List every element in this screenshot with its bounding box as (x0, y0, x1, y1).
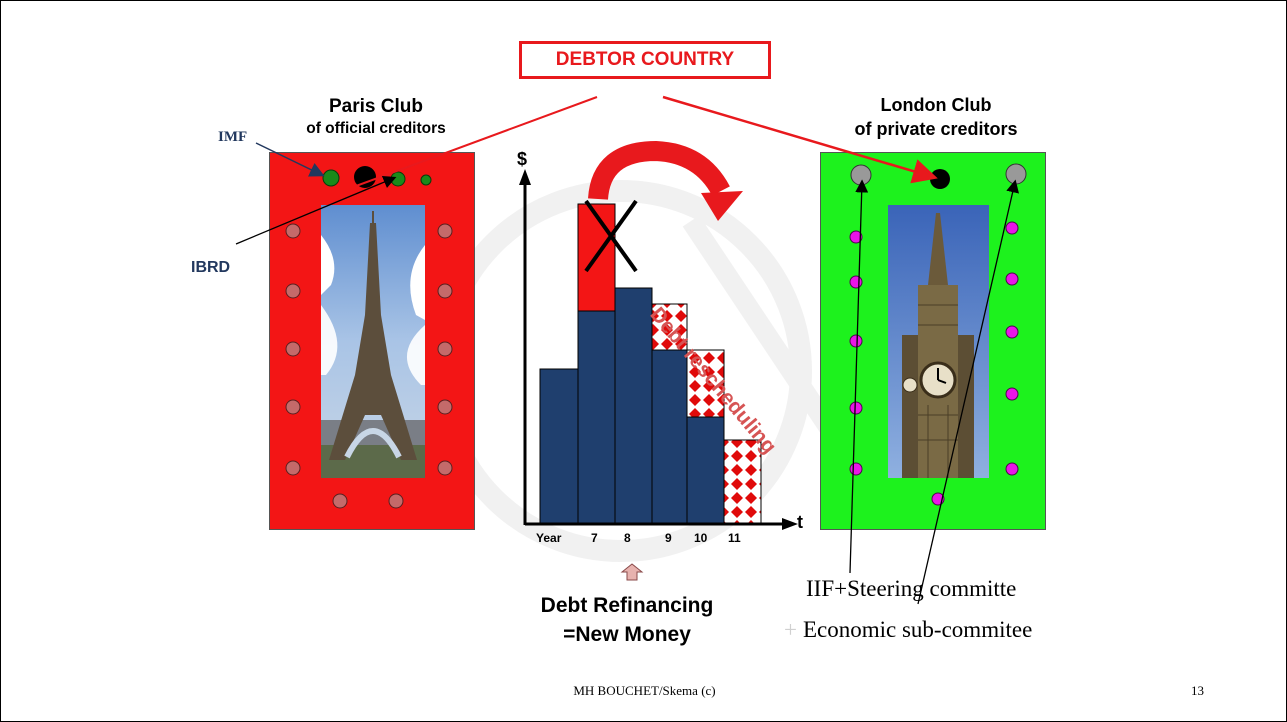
paris-club-subtitle: of official creditors (306, 120, 446, 137)
bar-8 (614, 287, 653, 524)
economic-subcommittee-text: Economic sub-commitee (802, 617, 1033, 642)
bar-9-refinanced (651, 303, 688, 351)
steering-committee-label: IIF+Steering committe (806, 576, 1017, 601)
debt-refinancing-label: Debt Refinancing =New Money (506, 591, 748, 649)
x-tick-year: Year (536, 531, 562, 545)
paris-club-heading: Paris Club of official creditors (271, 95, 481, 139)
refinancing-line1: Debt Refinancing (540, 594, 714, 617)
eiffel-tower-image (321, 205, 425, 478)
x-tick-11: 11 (728, 531, 741, 545)
x-axis-label: t (797, 512, 803, 532)
footer-text: MH BOUCHET/Skema (c) (573, 683, 716, 698)
paris-club-creditors (285, 166, 453, 509)
ibrd-label: IBRD (191, 259, 231, 276)
x-tick-7: 7 (591, 531, 598, 545)
plus-sign: + (784, 617, 797, 642)
big-ben-image (888, 205, 989, 478)
debtor-country-title: DEBTOR COUNTRY (519, 41, 771, 79)
debt-chart (519, 141, 798, 530)
economic-subcommittee-label: +Economic sub-commitee (784, 617, 1032, 643)
x-tick-8: 8 (624, 531, 631, 545)
bar-10-refinanced (686, 349, 725, 418)
up-arrow-icon (620, 563, 644, 581)
y-axis-label: $ (517, 149, 528, 169)
london-club-title: London Club (880, 95, 992, 115)
refinancing-line2: =New Money (563, 623, 691, 646)
paris-club-title: Paris Club (329, 96, 423, 117)
x-tick-9: 9 (665, 531, 672, 545)
bar-year (539, 368, 579, 524)
london-club-subtitle: of private creditors (854, 119, 1018, 139)
bar-10 (686, 416, 725, 524)
page-number: 13 (1191, 683, 1204, 698)
london-club-heading: London Club of private creditors (831, 93, 1041, 141)
bar-11-refinanced (723, 439, 762, 524)
imf-label: IMF (218, 129, 248, 145)
x-tick-10: 10 (694, 531, 708, 545)
